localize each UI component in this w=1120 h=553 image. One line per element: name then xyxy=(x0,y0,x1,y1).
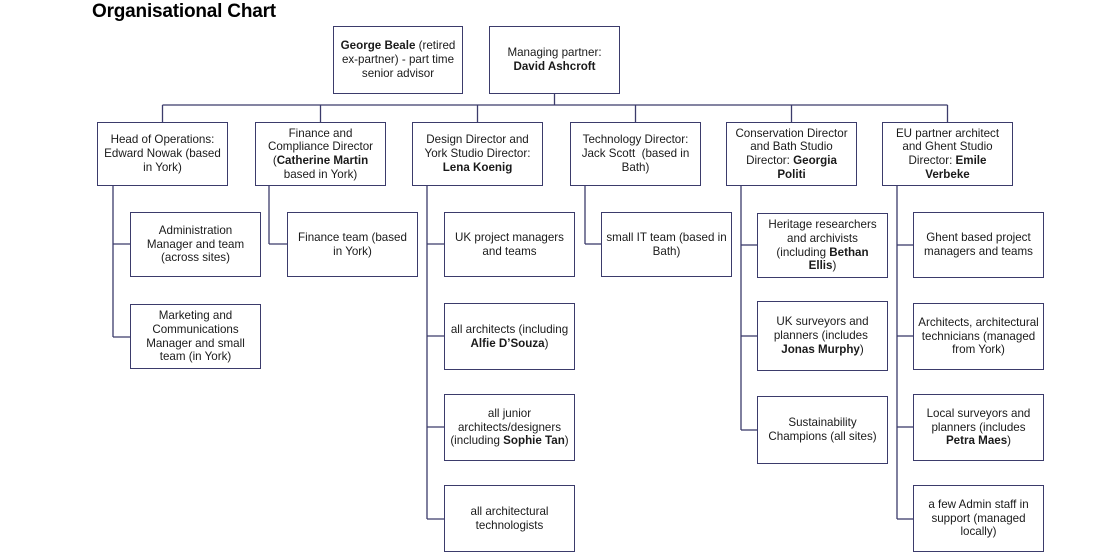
node-head-of-operations-edward-nowak[interactable]: Head of Operations: Edward Nowak (based … xyxy=(97,122,228,186)
node-marketing-and-communications-manager-label: Marketing and Communications Manager and… xyxy=(146,309,245,364)
node-head-of-operations-edward-nowak-label: Head of Operations: Edward Nowak (based … xyxy=(104,133,221,174)
node-uk-surveyors-and-planners-jonas-murphy[interactable]: UK surveyors and planners (includes Jona… xyxy=(757,301,888,371)
node-all-junior-architects-designers-sophie-tan-label: all junior architects/designers (includi… xyxy=(450,406,569,448)
node-a-few-admin-staff-in-support[interactable]: a few Admin staff in support (managed lo… xyxy=(913,485,1044,552)
node-uk-project-managers-and-teams-label: UK project managers and teams xyxy=(455,230,564,258)
node-all-junior-architects-designers-sophie-tan[interactable]: all junior architects/designers (includi… xyxy=(444,394,575,461)
node-small-it-team[interactable]: small IT team (based in Bath) xyxy=(601,212,732,277)
page-title: Organisational Chart xyxy=(92,1,276,22)
node-technology-director-jack-scott-label: Technology Director: Jack Scott (based i… xyxy=(581,133,690,174)
node-design-director-lena-koenig[interactable]: Design Director and York Studio Director… xyxy=(412,122,543,186)
node-finance-and-compliance-director-catherine-martin[interactable]: Finance and Compliance Director (Catheri… xyxy=(255,122,386,186)
node-all-architectural-technologists-label: all architectural technologists xyxy=(470,504,549,532)
node-heritage-researchers-bethan-ellis[interactable]: Heritage researchers and archivists (inc… xyxy=(757,213,888,278)
node-conservation-director-georgia-politi-label: Conservation Director and Bath Studio Di… xyxy=(735,126,848,181)
node-managing-partner-david-ashcroft-label: Managing partner: David Ashcroft xyxy=(507,46,602,73)
node-a-few-admin-staff-in-support-label: a few Admin staff in support (managed lo… xyxy=(928,497,1029,539)
node-architects-architectural-technicians[interactable]: Architects, architectural technicians (m… xyxy=(913,303,1044,370)
node-local-surveyors-and-planners-petra-maes[interactable]: Local surveyors and planners (includes P… xyxy=(913,394,1044,461)
node-eu-partner-architect-emile-verbeke[interactable]: EU partner architect and Ghent Studio Di… xyxy=(882,122,1013,186)
node-conservation-director-georgia-politi[interactable]: Conservation Director and Bath Studio Di… xyxy=(726,122,857,186)
node-ghent-based-project-managers-and-teams-label: Ghent based project managers and teams xyxy=(924,231,1033,258)
node-sustainability-champions-label: Sustainability Champions (all sites) xyxy=(768,416,877,443)
node-finance-team-label: Finance team (based in York) xyxy=(298,230,407,258)
node-heritage-researchers-bethan-ellis-label: Heritage researchers and archivists (inc… xyxy=(768,218,877,273)
node-finance-and-compliance-director-catherine-martin-label: Finance and Compliance Director (Catheri… xyxy=(267,126,374,181)
node-george-beale-label: George Beale (retired ex-partner) - part… xyxy=(340,39,456,80)
node-managing-partner-david-ashcroft[interactable]: Managing partner: David Ashcroft xyxy=(489,26,620,94)
node-uk-surveyors-and-planners-jonas-murphy-label: UK surveyors and planners (includes Jona… xyxy=(773,315,872,356)
node-local-surveyors-and-planners-petra-maes-label: Local surveyors and planners (includes P… xyxy=(926,406,1031,448)
node-administration-manager-and-team-label: Administration Manager and team (across … xyxy=(146,223,245,265)
node-technology-director-jack-scott[interactable]: Technology Director: Jack Scott (based i… xyxy=(570,122,701,186)
node-eu-partner-architect-emile-verbeke-label: EU partner architect and Ghent Studio Di… xyxy=(895,126,1000,181)
node-all-architectural-technologists[interactable]: all architectural technologists xyxy=(444,485,575,552)
node-small-it-team-label: small IT team (based in Bath) xyxy=(606,230,727,258)
node-marketing-and-communications-manager[interactable]: Marketing and Communications Manager and… xyxy=(130,304,261,369)
node-ghent-based-project-managers-and-teams[interactable]: Ghent based project managers and teams xyxy=(913,212,1044,278)
node-design-director-lena-koenig-label: Design Director and York Studio Director… xyxy=(424,133,531,174)
node-uk-project-managers-and-teams[interactable]: UK project managers and teams xyxy=(444,212,575,277)
node-architects-architectural-technicians-label: Architects, architectural technicians (m… xyxy=(918,315,1039,357)
node-all-architects-alfie-dsouza[interactable]: all architects (including Alfie D’Souza) xyxy=(444,303,575,370)
node-all-architects-alfie-dsouza-label: all architects (including Alfie D’Souza) xyxy=(450,322,569,350)
node-george-beale[interactable]: George Beale (retired ex-partner) - part… xyxy=(333,26,463,94)
node-administration-manager-and-team[interactable]: Administration Manager and team (across … xyxy=(130,212,261,277)
node-sustainability-champions[interactable]: Sustainability Champions (all sites) xyxy=(757,396,888,464)
node-finance-team[interactable]: Finance team (based in York) xyxy=(287,212,418,277)
